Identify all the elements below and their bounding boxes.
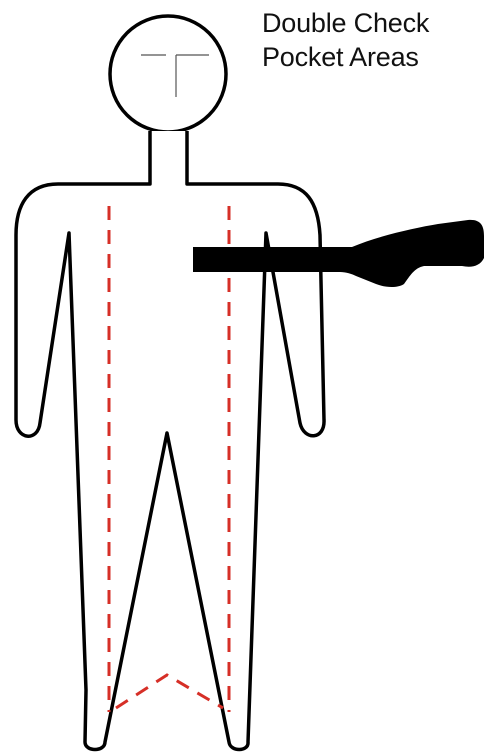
head-outline xyxy=(110,16,226,132)
guide-line-inseam xyxy=(116,675,223,708)
body-outline xyxy=(16,131,324,750)
head xyxy=(110,16,226,132)
